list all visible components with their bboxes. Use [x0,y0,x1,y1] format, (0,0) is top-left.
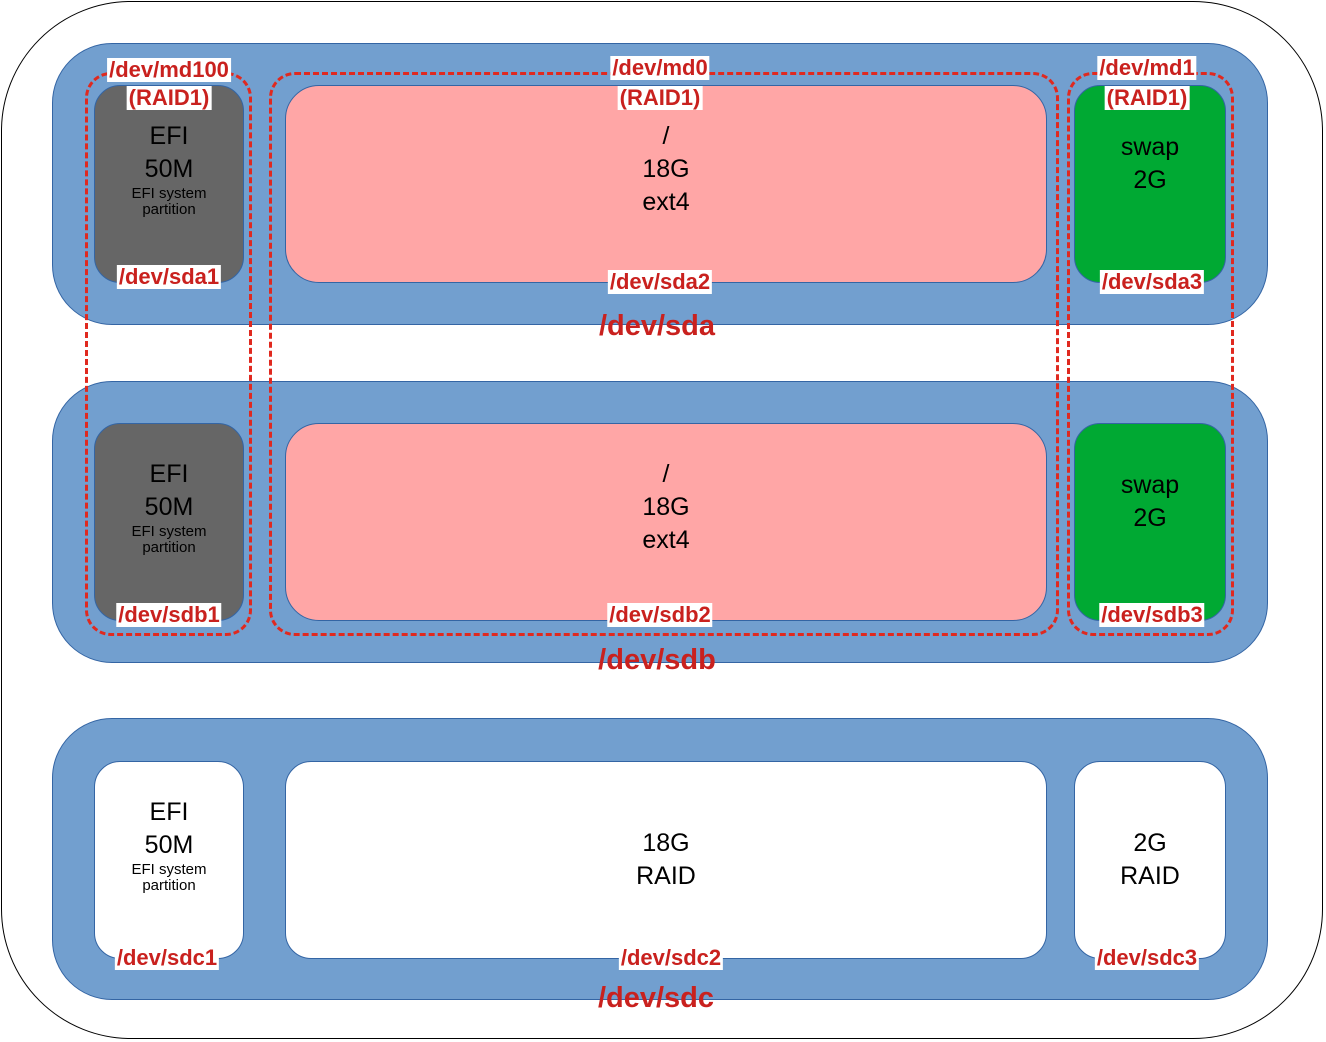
partition-note: partition [142,539,196,556]
partition-size: 50M [144,155,194,183]
raid-device-label: /dev/md100 [107,57,231,82]
partition-size: 50M [144,493,194,521]
raid-group-md1 [1067,72,1234,636]
partition-device-label: /dev/sdb3 [1099,602,1205,627]
partition-size: 2G [1133,166,1167,194]
raid-level-label: (RAID1) [617,85,703,110]
partition-sdc1-efi: EFI 50M EFI system partition [94,761,244,959]
partition-note: partition [142,201,196,218]
partition-note: EFI system [131,523,207,540]
partition-device-label: /dev/sda3 [1099,269,1205,294]
partition-size: 18G [642,154,690,183]
filesystem: ext4 [642,525,690,554]
partition-sdb1-efi: EFI 50M EFI system partition [94,423,244,621]
raid-group-md100 [85,72,252,636]
mountpoint: / [662,459,670,488]
filesystem: ext4 [642,187,690,216]
partition-size: 18G [642,492,690,521]
partition-device-label: /dev/sdb1 [116,602,222,627]
partition-note: partition [142,877,196,894]
partition-type: RAID [636,862,696,890]
disk-label: /dev/sda [598,310,716,342]
raid-device-label: /dev/md0 [610,55,710,80]
raid-group-md0 [269,72,1059,636]
partition-size: 50M [144,831,194,859]
partition-type: swap [1120,471,1180,499]
partition-type: EFI [149,798,189,826]
partition-sdb2-root: / 18G ext4 [285,423,1047,621]
partition-device-label: /dev/sdc3 [1094,945,1200,970]
partition-type: swap [1120,133,1180,161]
partition-size: 2G [1133,829,1167,857]
partition-note: EFI system [131,861,207,878]
partition-device-label: /dev/sda2 [607,269,713,294]
partition-size: 2G [1133,504,1167,532]
partition-sdc2-raid: 18G RAID [285,761,1047,959]
partition-device-label: /dev/sdc1 [114,945,220,970]
raid-level-label: (RAID1) [126,85,212,110]
partition-note: EFI system [131,185,207,202]
raid-level-label: (RAID1) [1104,85,1190,110]
raid-device-label: /dev/md1 [1097,55,1197,80]
partition-sda3-swap: swap 2G [1074,85,1226,283]
partition-sdb3-swap: swap 2G [1074,423,1226,621]
disk-label: /dev/sdc [597,982,715,1014]
partition-type: EFI [149,460,189,488]
partition-type: EFI [149,122,189,150]
partition-device-label: /dev/sda1 [116,264,222,289]
mountpoint: / [662,121,670,150]
partition-size: 18G [642,829,690,857]
partition-sdc3-raid: 2G RAID [1074,761,1226,959]
disk-label: /dev/sdb [598,644,716,676]
partition-device-label: /dev/sdb2 [607,602,713,627]
partition-type: RAID [1120,862,1180,890]
partition-device-label: /dev/sdc2 [618,945,724,970]
